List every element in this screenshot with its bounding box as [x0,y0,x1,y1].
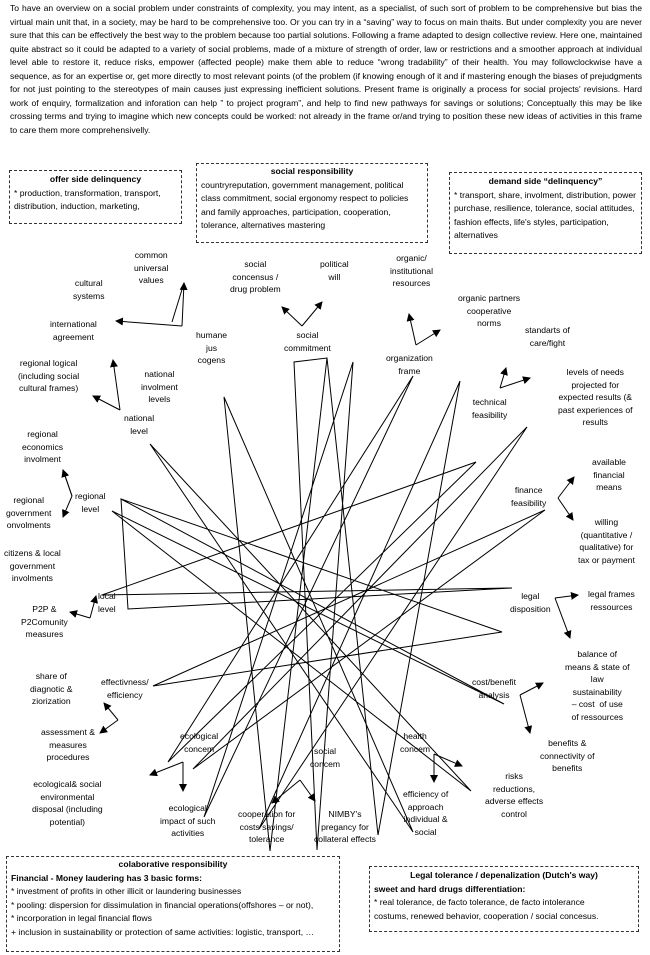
social-responsibility-body: countryreputation, government management… [201,179,409,231]
nimby-label: NIMBY's pregancy for collateral effects [314,809,376,844]
citizens-local-label: citizens & local government involments [4,548,61,583]
available-financial-label: available financial means [592,457,626,492]
local-level-label: local level [98,591,116,614]
assessment-label: assessment & measures procedures [41,727,95,762]
social-concern-label: social concem [310,746,341,769]
connector-line [62,469,73,497]
connector-arrows [61,282,579,804]
legal-tolerance-subtitle: sweet and hard drugs differentiation: [374,883,526,894]
ecological-concern-label: ecological concem [180,731,219,754]
technical-feasibility-label: technical feasibility [472,397,508,420]
benefits-connectivity-label: benefits & connectivity of benefits [540,738,595,773]
cultural-systems-label: cultural systems [73,278,105,301]
legal-tolerance-box: Legal tolerance / depenalization (Dutch'… [369,866,639,932]
demand-side-body: * transport, share, involment, distribut… [454,189,636,241]
collaborative-line: * investment of profits in other illicit… [11,886,242,896]
collaborative-title: colaborative responsibility [118,859,228,869]
cooperation-costs-label: cooperation for costs savings/ tolerance [238,809,296,844]
collaborative-subtitle: Financial - Money laudering has 3 basic … [11,872,203,883]
regional-government-label: regional government onvolments [6,495,52,530]
health-concern-label: health concem [400,731,431,754]
social-responsibility-box: social responsibility countryreputation,… [196,163,428,243]
balance-means-label: balance of means & state of law sustaina… [565,649,630,722]
organization-frame-label: organization frame [386,353,433,376]
demand-side-box: demand side “delinquency” * transport, s… [449,172,642,254]
risks-reductions-label: risks reductions, adverse effects contro… [485,771,544,819]
intro-paragraph: To have an overview on a social problem … [10,3,642,135]
offer-side-title: offer side delinquency [49,174,142,184]
humane-jus-label: humane jus cogens [196,330,228,365]
levels-needs-label: levels of needs projected for expected r… [558,367,633,427]
collaborative-line: + inclusion in sustainability or protect… [11,926,315,937]
social-responsibility-title: social responsibility [270,166,354,176]
national-level-label: national level [124,413,155,436]
connector-line [171,282,185,323]
offer-side-box: offer side delinquency * production, tra… [9,170,182,224]
common-universal-label: common universal values [134,250,169,285]
p2p-label: P2P & P2Comunity measures [21,604,68,639]
collaborative-line: * pooling: dispersion for dissimulation … [11,899,314,910]
collaborative-responsibility-box: colaborative responsibility Financial - … [6,856,340,952]
organic-institutional-label: organic/ institutional resources [390,253,433,288]
legal-disposition-label: legal disposition [510,591,551,614]
international-agreement-label: international agreement [50,319,97,342]
legal-tolerance-line: costums, renewed behavior, cooperation /… [374,910,599,921]
legal-frames-label: legal frames ressources [588,589,635,612]
national-involment-label: national involment levels [141,369,178,404]
social-commitment-label: social commitment [284,330,331,353]
standarts-care-label: standarts of care/fight [525,325,570,348]
cost-benefit-label: cost/benefit analysis [472,677,516,700]
organic-partners-label: organic partners cooperative norms [458,293,521,328]
regional-economics-label: regional economics involment [22,429,64,464]
star-polygon [101,357,546,852]
political-will-label: political will [320,259,349,282]
legal-tolerance-line: * real tolerance, de facto tolerance, de… [374,897,585,907]
ecological-impact-label: ecological impact of such activities [160,803,216,838]
social-concensus-label: social concensus / drug problem [230,259,281,294]
share-diagnotic-label: share of diagnotic & ziorization [30,671,73,706]
regional-logical-label: regional logical (including social cultu… [18,358,80,393]
efficiency-approach-label: efficiency of approach individual & soci… [403,789,449,837]
collaborative-line: * incorporation in legal financial flows [11,913,152,923]
willing-label: willing (quantitative / qualitative) for… [578,517,635,565]
regional-level-label: regional level [75,491,106,514]
ecological-social-label: ecological& social environmental disposa… [32,779,103,827]
effectivness-label: effectivness/ efficiency [101,677,149,700]
demand-side-title: demand side “delinquency” [488,176,603,186]
legal-tolerance-title: Legal tolerance / depenalization (Dutch'… [410,870,598,880]
finance-feasibility-label: finance feasibility [511,485,547,508]
offer-side-body: * production, transformation, transport,… [14,187,161,212]
